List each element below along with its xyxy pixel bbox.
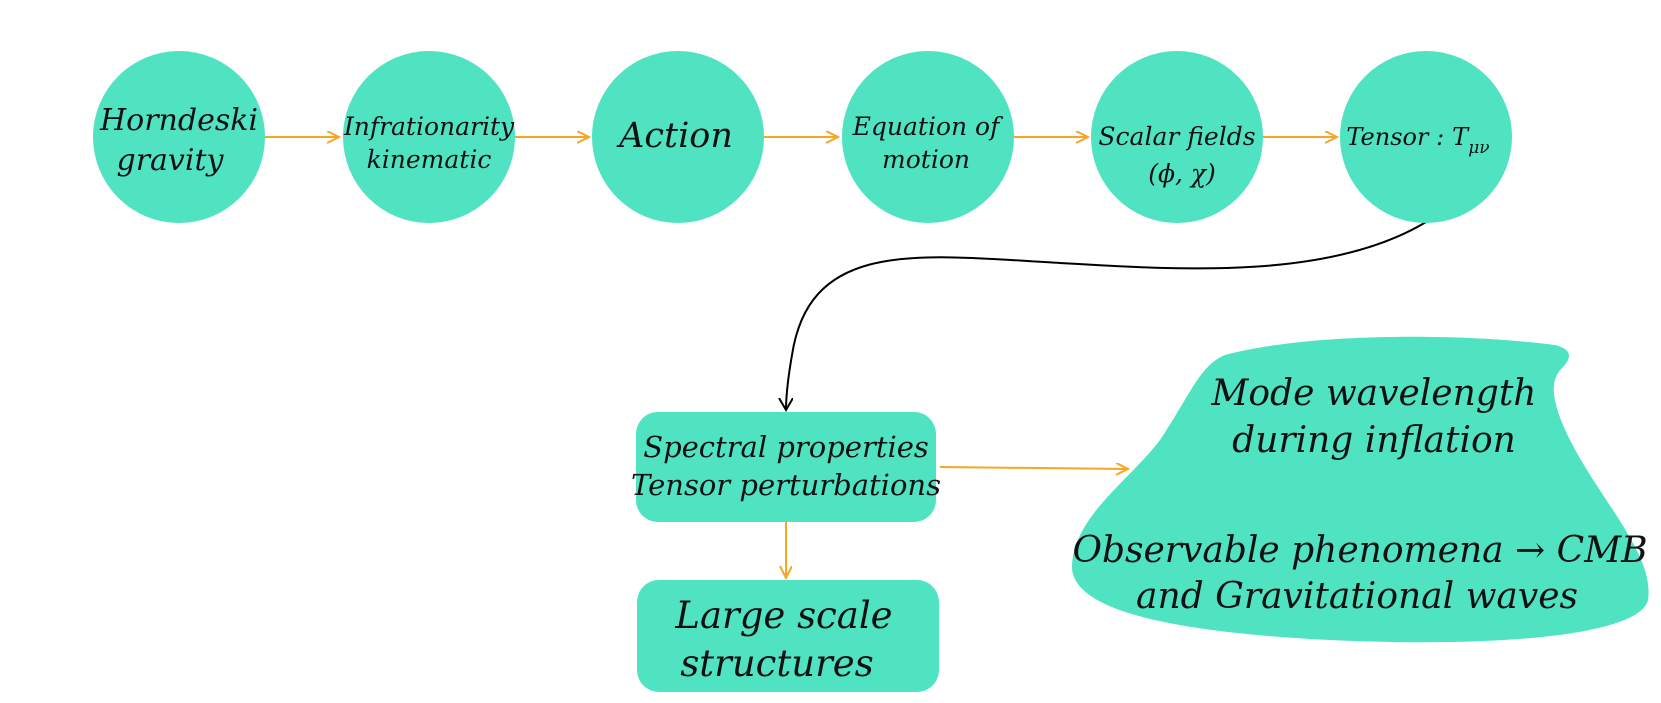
node-spectral-line-2: Tensor perturbations [631,468,941,502]
node-equation-of-motion: Equation of motion [842,51,1014,223]
node-mode-line-1: Mode wavelength [1211,373,1537,414]
node-infrationarity-line-2: kinematic [367,145,492,174]
node-horndeski-line-2: gravity [117,143,225,178]
node-scalar-line-1: Scalar fields [1098,122,1255,151]
node-horndeski-line-1: Horndeski [99,103,258,138]
node-large-scale-structures: Large scale structures [637,580,939,692]
node-action: Action [592,51,764,223]
node-tensor-label: Tensor : Tμν [1346,123,1489,158]
arrow-tensor-to-spectral [786,221,1427,410]
node-equation-line-2: motion [882,145,970,174]
node-mode-line-4: and Gravitational waves [1136,576,1578,617]
node-tensor: Tensor : Tμν [1340,51,1512,223]
node-large-scale-line-1: Large scale [674,594,892,637]
node-infrationarity-kinematic: Infrationarity kinematic [343,51,515,223]
arrow-spectral-to-mode [939,467,1128,469]
node-scalar-fields: Scalar fields (ϕ, χ) [1091,51,1263,223]
node-infrationarity-line-1: Infrationarity [343,112,515,141]
node-spectral-line-1: Spectral properties [643,430,929,464]
node-large-scale-line-2: structures [680,642,873,685]
node-spectral-properties: Spectral properties Tensor perturbations [631,412,941,522]
node-tensor-symbol: T [1452,123,1470,151]
node-action-label: Action [616,116,733,156]
node-mode-line-2: during inflation [1232,420,1516,461]
node-mode-wavelength: Mode wavelength during inflation Observa… [1071,336,1649,643]
node-horndeski-gravity: Horndeski gravity [93,51,265,223]
node-equation-line-1: Equation of [852,112,1003,141]
node-tensor-text: Tensor : [1346,123,1444,151]
node-tensor-subscript: μν [1468,138,1489,158]
node-mode-line-3: Observable phenomena → CMB [1072,530,1647,571]
node-scalar-line-2: (ϕ, χ) [1148,159,1216,188]
